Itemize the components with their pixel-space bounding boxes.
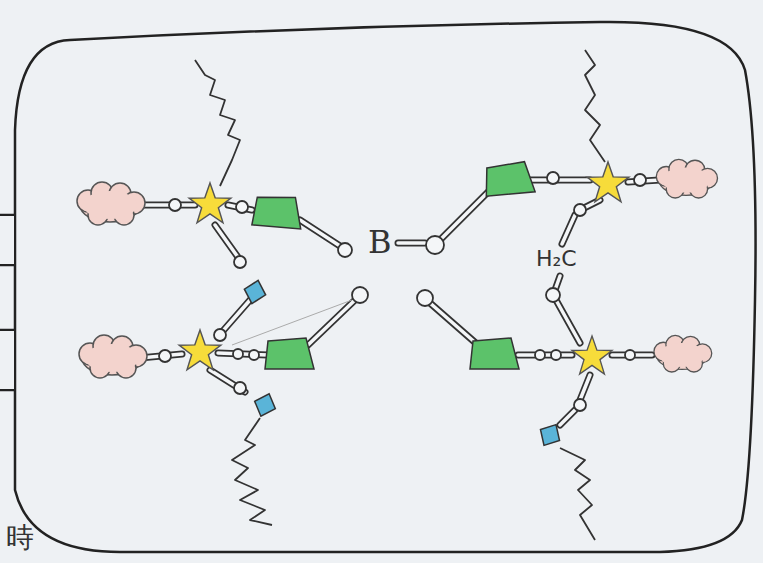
- zigzag-chain: [232, 418, 272, 525]
- joint-ball: [234, 382, 246, 394]
- atom-label: B: [368, 226, 392, 258]
- green-trapezoid: [484, 161, 536, 196]
- pink-cloud: [79, 335, 147, 378]
- joint-ball: [426, 236, 444, 254]
- bond-tube: [140, 180, 660, 425]
- group-label: H₂C: [536, 248, 577, 270]
- zigzag-chain: [195, 60, 240, 186]
- faint-line: [232, 300, 352, 345]
- bond-tube: [140, 180, 660, 425]
- frame-notch: [0, 216, 14, 264]
- joint-ball: [574, 399, 586, 411]
- joint-ball: [535, 350, 545, 360]
- zigzag-chain: [560, 448, 595, 540]
- pink-cloud: [77, 182, 145, 225]
- frame-outline: [15, 22, 756, 552]
- green-trapezoid: [470, 338, 519, 369]
- joint-ball: [574, 204, 586, 216]
- corner-mark: 時: [6, 524, 34, 552]
- joint-ball: [547, 172, 559, 184]
- joint-ball: [233, 349, 243, 359]
- joint-ball: [634, 174, 646, 186]
- joint-ball: [338, 243, 352, 257]
- yellow-star: [179, 330, 221, 370]
- blue-diamond: [534, 419, 565, 451]
- joint-ball: [234, 256, 246, 268]
- joint-ball: [214, 329, 226, 341]
- joint-ball: [546, 288, 560, 302]
- joint-ball: [625, 350, 635, 360]
- joint-ball: [417, 290, 433, 306]
- green-trapezoid: [265, 338, 314, 369]
- blue-diamond: [241, 278, 268, 307]
- yellow-star: [189, 183, 231, 223]
- yellow-star: [572, 336, 612, 374]
- joint-ball: [236, 201, 248, 213]
- pink-cloud: [654, 335, 712, 372]
- joint-ball: [249, 350, 259, 360]
- joint-ball: [551, 350, 561, 360]
- pink-cloud: [656, 159, 717, 198]
- joint-ball: [352, 287, 368, 303]
- frame-notch: [0, 331, 14, 389]
- blue-diamond: [251, 390, 280, 420]
- yellow-star: [587, 162, 629, 202]
- joint-balls: [159, 172, 646, 411]
- bond-tube: [140, 180, 660, 425]
- green-trapezoid: [252, 194, 304, 229]
- zigzag-chain: [585, 50, 605, 162]
- joint-ball: [159, 350, 171, 362]
- joint-ball: [169, 199, 181, 211]
